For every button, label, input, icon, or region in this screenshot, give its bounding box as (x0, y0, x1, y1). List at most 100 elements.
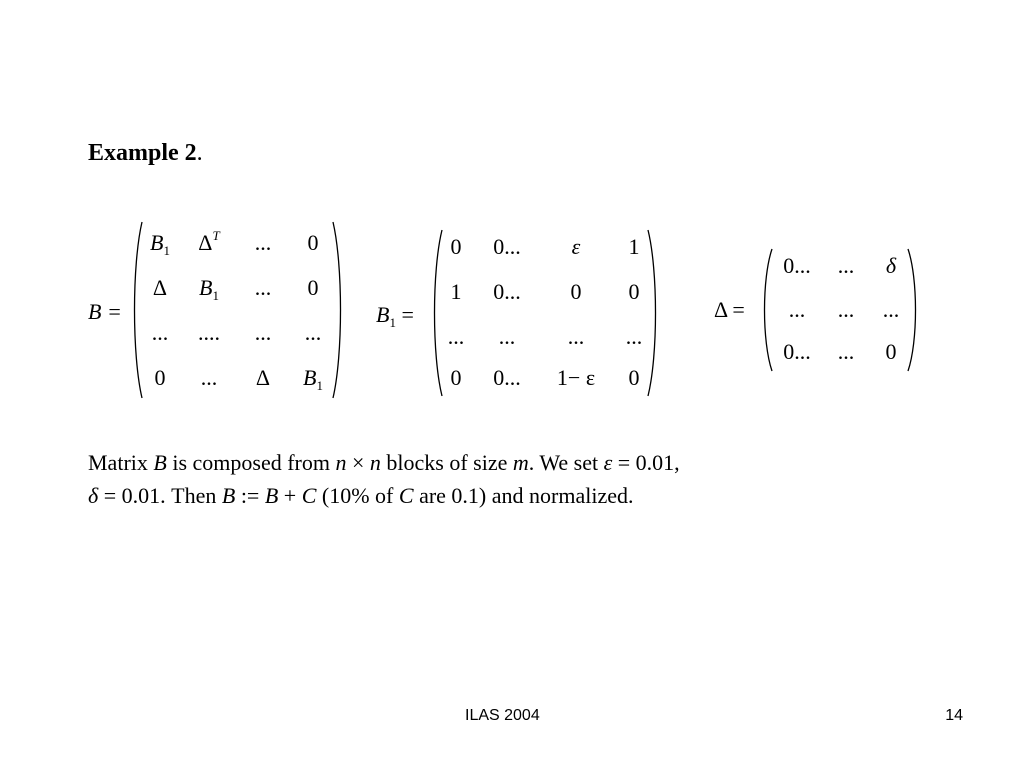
matrix-cell-value: ... (254, 230, 272, 255)
math-symbol: B (153, 450, 167, 475)
math-symbol: m (512, 450, 529, 475)
matrix-cell-value: 0 (307, 230, 319, 255)
matrix-cell-value: δ (885, 253, 897, 278)
matrix-cell: ... (273, 320, 353, 346)
math-symbol: C (398, 483, 414, 508)
slide-heading: Example 2. (88, 138, 203, 168)
equation-delta: Δ = 0......δ.........0......0 (714, 247, 934, 373)
text-run: is composed from (166, 450, 336, 475)
matrix-cell: ... (223, 275, 303, 301)
matrix-cell: 0... (757, 339, 837, 365)
matrix-cell: 0 (273, 275, 353, 301)
matrix-cell: ... (806, 297, 886, 323)
matrix-cell: 1− ε (536, 365, 616, 391)
matrix-cell: 0... (467, 279, 547, 305)
matrix-cell-value: 0 (628, 279, 640, 304)
matrix-cell-value: 0 (628, 365, 640, 390)
matrix-cell-value: ... (447, 324, 465, 349)
matrix-cell: 0... (757, 253, 837, 279)
math-symbol: ε (603, 450, 613, 475)
matrix-cell-value: 1 (450, 279, 462, 304)
matrix-cell: Δ (120, 275, 200, 301)
matrix-cell: δ (851, 253, 931, 279)
footer-conference: ILAS 2004 (465, 707, 540, 724)
footer-page-number: 14 (945, 707, 963, 724)
matrix-cell-value: 0... (783, 339, 811, 364)
matrix-cell-superscript: T (212, 228, 220, 243)
matrix-cell-value: ... (498, 324, 516, 349)
matrix-cell-value: B (303, 365, 317, 390)
matrix-cell-value: ... (151, 320, 169, 345)
matrix-cell-value: ... (625, 324, 643, 349)
matrix-cell-value: ... (882, 297, 900, 322)
matrix-cell-value: 0 (450, 365, 462, 390)
left-parenthesis (433, 229, 443, 397)
math-symbol: C (301, 483, 317, 508)
matrix-cell: ... (806, 339, 886, 365)
text-run: (10% of (316, 483, 399, 508)
matrix-parentheses (763, 248, 917, 372)
equation-b1-lhs-equals: = (401, 302, 414, 327)
matrix-cell-value: .... (198, 320, 220, 345)
matrix-cell: 0 (120, 365, 200, 391)
matrix-cell-value: ... (567, 324, 585, 349)
matrix-cell: 0 (416, 234, 496, 260)
equation-b1-lhs-symbol: B (376, 302, 390, 327)
matrix-cell: B1 (120, 230, 200, 259)
matrix-cell: 0 (594, 279, 674, 305)
left-parenthesis (133, 221, 143, 399)
text-run: = 0.01, (612, 450, 680, 475)
matrix-cell-value: ... (837, 297, 855, 322)
matrix-cell-value: 0... (783, 253, 811, 278)
matrix-cell: ... (806, 253, 886, 279)
equation-b-lhs-text: B = (88, 299, 122, 324)
matrix-cell: 1 (416, 279, 496, 305)
matrix-cell: Δ (223, 365, 303, 391)
matrix-cell: 0 (273, 230, 353, 256)
matrix-cell-value: ε (571, 234, 581, 259)
math-symbol: n (369, 450, 381, 475)
heading-period: . (196, 140, 203, 166)
matrix-cell-value: ... (304, 320, 322, 345)
matrix-cell-value: ... (837, 253, 855, 278)
equation-b1-lhs: B1 = (376, 302, 414, 331)
matrix-cell: .... (169, 320, 249, 346)
math-symbol: n (335, 450, 347, 475)
matrix-cell-subscript: 1 (316, 378, 323, 393)
matrix-cell: ... (223, 230, 303, 256)
matrix-cell: B1 (169, 275, 249, 304)
text-run: = 0.01. Then (98, 483, 222, 508)
matrix-cell-value: 0... (493, 279, 521, 304)
matrix-cell-value: 0 (154, 365, 166, 390)
matrix-cell-value: 0... (493, 234, 521, 259)
matrix-cell-value: ... (788, 297, 806, 322)
equation-delta-lhs: Δ = (714, 297, 745, 323)
matrix-cell: ... (467, 324, 547, 350)
matrix-cell-value: 0 (307, 275, 319, 300)
math-symbol: δ (88, 483, 99, 508)
matrix-cell: ... (594, 324, 674, 350)
matrix-cell-value: 0 (450, 234, 462, 259)
matrix-parentheses (433, 229, 657, 397)
matrix-cell-value: ... (200, 365, 218, 390)
matrix-cell: B1 (273, 365, 353, 394)
matrix-parentheses (133, 221, 342, 399)
matrix-cell-value: 1− ε (556, 365, 596, 390)
matrix-delta: 0......δ.........0......0 (760, 247, 920, 373)
equation-delta-lhs-text: Δ = (714, 297, 745, 322)
matrix-cell: ε (536, 234, 616, 260)
left-parenthesis (763, 248, 773, 372)
matrix-cell: ... (120, 320, 200, 346)
matrix-cell: 0 (851, 339, 931, 365)
matrix-cell: 1 (594, 234, 674, 260)
matrix-cell-value: Δ (255, 365, 271, 390)
matrix-cell-value: ... (254, 275, 272, 300)
matrix-cell-value: 0... (493, 365, 521, 390)
matrix-cell-value: B (199, 275, 213, 300)
text-run: × (346, 450, 370, 475)
matrix-cell: 0... (467, 234, 547, 260)
right-parenthesis (647, 229, 657, 397)
text-run: + (278, 483, 302, 508)
